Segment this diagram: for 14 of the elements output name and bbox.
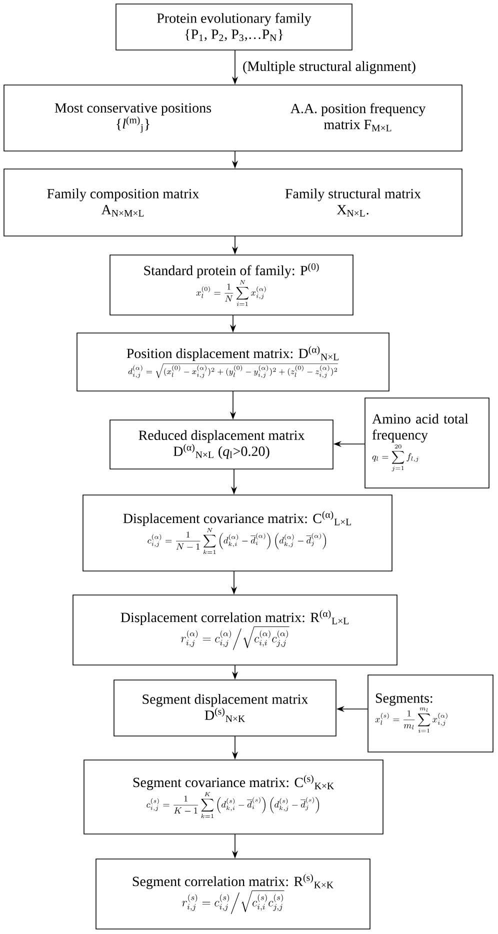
process-box: Segment covariance matrix: C$^{(s)}$K×K $c^{(s)}_{i,j}=\frac{1}{K-1}\sum_{k=1}^{K}\left(d^{(s)}_{k,i}-\overline{d}^{(s)}_{i}\right)\left(d^{(s)}_{k,j}-\overline{d}^{(s)}_{j}\right)$ bbox=[84, 760, 384, 834]
process-box: Displacement correlation matrix: R$^{(α)}$L×L $r^{(\alpha)}_{i,j}=c^{(\alpha)}_{i,j}\Big/\sqrt{c^{(\alpha)}_{i,i}c^{(\alpha)}_{j,j}}$ bbox=[72, 594, 398, 666]
process-box: Family composition matrix A$_{N×M×L}$ Family structural matrix X$_{N×L}$. bbox=[4, 168, 462, 236]
process-box: Position displacement matrix: D$^{(α)}$N×L $d^{(\alpha)}_{i,j}=\sqrt{(x^{(0)}_{l}-x^{(\alpha)}_{i,j})^2+(y^{(0)}_{l}-y^{(\alpha)}_{i,j})^2+(z^{(0)}_{l}-z^{(\alpha)}_{i,j})^2}$ bbox=[76, 332, 390, 392]
edge-label: (Multiple structural alignment) bbox=[243, 61, 416, 74]
process-box: Standard protein of family: P$^{(0)}$ $x^{(0)}_{l}=\frac{1}{N}\sum_{i=1}^{N}x^{(\alpha)}_{i,j}$ bbox=[110, 254, 354, 316]
process-box: Most conservative positions {l$^{(m)}$$_{j}$} A.A. position frequency matrix F$_{M×L}$ bbox=[4, 84, 462, 152]
process-box: Protein evolutionary family {P$_{1}$, P$_{2}$, P$_{3}$,…P$_{N}$} bbox=[116, 4, 352, 50]
process-box: Segment correlation matrix: R$^{(s)}$K×K $r^{(s)}_{i,j}=c^{(s)}_{i,j}\Big/\sqrt{c^{(s)}_{i,i}c^{(s)}_{j,j}}$ bbox=[96, 858, 370, 930]
process-box: Displacement covariance matrix: C$^{(α)}$L×L $c^{(\alpha)}_{i,j}=\frac{1}{N-1}\sum_{k=1}^{N}\left(d^{(\alpha)}_{k,i}-\overline{d}^{(\alpha)}_{i}\right)\left(d^{(\alpha)}_{k,j}-\overline{d}^{(\alpha)}_{j}\right)$ bbox=[82, 494, 392, 572]
input-box: Segments: $x^{(s)}_{l}=\frac{1}{m_l}\sum_{i=1}^{m_l}x^{(\alpha)}_{i,j}$ bbox=[368, 674, 494, 752]
process-box: Segment displacement matrix D$^{(s)}$N×K bbox=[114, 680, 336, 736]
input-box: Amino acid total frequency $q_{l}=\sum_{j=1}^{20}f_{l,j}$ bbox=[364, 398, 490, 488]
process-box: Reduced displacement matrix D$^{(α)}$$_{N×L}$ (q$_{l}$>0.20) bbox=[110, 420, 334, 470]
